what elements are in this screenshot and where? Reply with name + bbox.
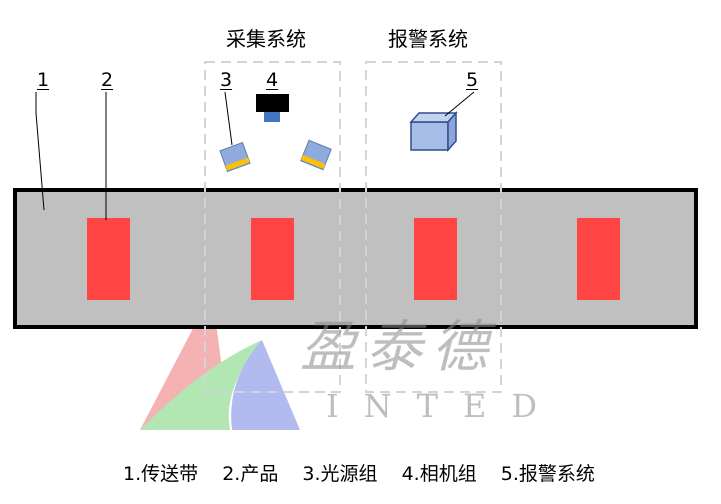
watermark-english: INTED	[326, 387, 562, 425]
callout-4: 4	[266, 69, 279, 91]
acquisition-system-frame	[204, 61, 341, 393]
camera-lens	[264, 112, 280, 122]
callout-1: 1	[37, 69, 50, 91]
legend-item-camera: 4.相机组	[401, 463, 477, 485]
acquisition-system-title: 采集系统	[226, 27, 306, 51]
light-right	[300, 139, 332, 171]
product-2	[251, 218, 294, 300]
alarm-device	[409, 111, 458, 152]
product-1	[87, 218, 130, 300]
callout-5: 5	[466, 69, 479, 91]
product-3	[414, 218, 457, 300]
watermark-blue-shape	[231, 340, 300, 430]
leader-lines	[35, 91, 475, 220]
camera-body	[256, 94, 289, 112]
alarm-system-frame	[365, 61, 502, 393]
legend-item-light: 3.光源组	[302, 463, 378, 485]
legend-item-product: 2.产品	[222, 463, 279, 485]
watermark-green-shape	[140, 340, 262, 430]
legend: 1.传送带 2.产品 3.光源组 4.相机组 5.报警系统	[123, 462, 613, 486]
callout-3: 3	[220, 69, 233, 91]
legend-item-alarm: 5.报警系统	[500, 463, 595, 485]
legend-item-belt: 1.传送带	[123, 463, 199, 485]
watermark-chinese: 盈泰德	[300, 315, 498, 380]
light-left	[219, 141, 251, 173]
product-4	[577, 218, 620, 300]
alarm-system-title: 报警系统	[388, 27, 468, 51]
callout-2: 2	[101, 69, 114, 91]
